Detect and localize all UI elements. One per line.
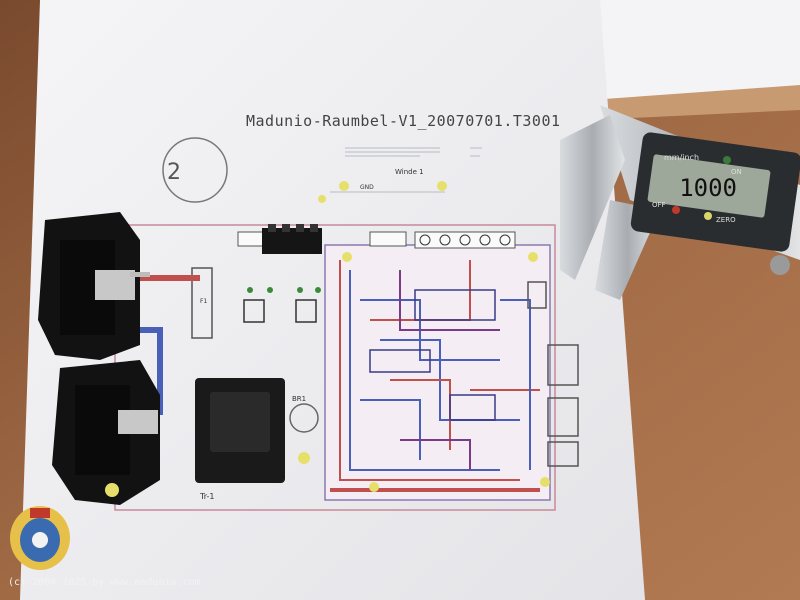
caliper-unit-label: mm/inch — [664, 153, 700, 162]
black-pin-header — [262, 224, 322, 254]
table-edge — [590, 85, 800, 120]
ic-chip — [414, 289, 496, 321]
pcb-main-section — [324, 244, 551, 501]
pad-green — [247, 287, 253, 293]
digital-caliper — [560, 105, 800, 300]
wall-background — [590, 0, 800, 100]
transformer-label: Tr-1 — [200, 492, 215, 501]
silkscreen-notes — [330, 147, 482, 193]
pad-green — [297, 287, 303, 293]
connector-header — [547, 441, 579, 467]
optocoupler — [295, 299, 317, 323]
terminal-block-row — [237, 231, 516, 249]
board-title: Madunio-Raumbel-V1_20070701.T3001 — [246, 112, 561, 130]
copyright-watermark: (c) 2004-2025 by www.madunia.com — [8, 577, 201, 588]
iec-inlet-top — [38, 212, 150, 360]
connector-header — [547, 397, 579, 437]
pad-yellow — [540, 477, 550, 487]
gnd-label: GND — [360, 184, 374, 191]
caliper-on-label: ON — [731, 168, 742, 176]
pad-yellow — [318, 195, 326, 203]
pad-yellow — [342, 252, 352, 262]
bridge-label: BR1 — [292, 395, 307, 403]
transformer-top — [210, 392, 270, 452]
pad-yellow — [437, 181, 447, 191]
pad-yellow — [369, 482, 379, 492]
winde-label: Winde 1 — [395, 168, 424, 176]
sheet-number: 2 — [167, 160, 181, 185]
optocoupler — [243, 299, 265, 323]
pad-green — [315, 287, 321, 293]
bridge-rectifier — [289, 403, 319, 433]
ic-chip — [449, 394, 496, 421]
caliper-reading: 1000 — [679, 174, 737, 202]
connector-header — [547, 344, 579, 386]
tactile-switch — [527, 281, 547, 309]
pad-green — [267, 287, 273, 293]
capacitor-pad — [298, 452, 310, 464]
ic-chip — [369, 349, 431, 373]
fuse-holder — [191, 267, 213, 339]
pad-yellow — [528, 252, 538, 262]
pad-yellow — [339, 181, 349, 191]
caliper-zero-label: ZERO — [716, 216, 736, 224]
madunia-coat-of-arms-logo — [10, 506, 70, 570]
fuse-label: F1 — [200, 298, 208, 305]
caliper-off-label: OFF — [652, 201, 666, 209]
iec-inlet-bottom — [52, 360, 160, 505]
sheet-number-circle — [162, 137, 228, 203]
